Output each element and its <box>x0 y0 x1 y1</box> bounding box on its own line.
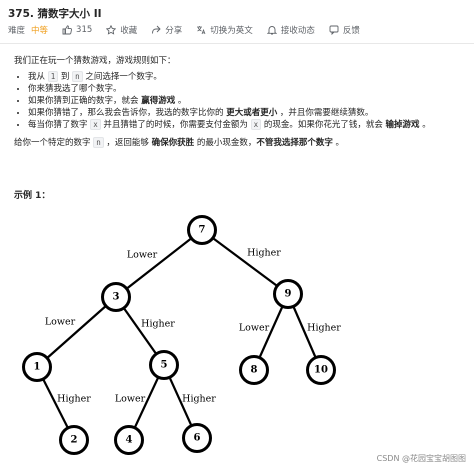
rule-text: 并且猜错了的时候，你需要支付金额为 <box>100 120 251 130</box>
edge-7-9 <box>201 229 289 295</box>
inline-code: x <box>90 119 101 130</box>
edge-label: Lower <box>45 317 76 328</box>
edge-label: Higher <box>57 394 91 405</box>
problem-title: 375. 猜数字大小 II <box>8 8 102 20</box>
rule-text: 之间选择一个数字。 <box>82 72 162 82</box>
favorite-button[interactable]: 收藏 <box>106 24 137 36</box>
task-part: 给你一个特定的数字 <box>14 138 94 148</box>
problem-description: 我们正在玩一个猜数游戏，游戏规则如下： 我从 1 到 n 之间选择一个数字。 你… <box>14 55 464 153</box>
node-label: 8 <box>251 365 258 376</box>
rule-text: ，并且你需要继续猜数。 <box>277 108 374 118</box>
bold-text: 赢得游戏 <box>141 96 176 106</box>
task-part: 的最小现金数， <box>194 138 257 148</box>
difficulty-badge: 中等 <box>31 26 49 36</box>
edge-label: Higher <box>141 319 175 330</box>
bell-icon <box>266 26 277 35</box>
node-label: 4 <box>126 435 133 446</box>
task-text: 给你一个特定的数字 n ，返回能够 确保你获胜 的最小现金数，不管我选择那个数字… <box>14 137 464 149</box>
bold-text: 输掉游戏 <box>385 120 420 130</box>
switch-language-button[interactable]: 切换为英文 <box>196 24 253 36</box>
tree-node-8: 8 <box>239 355 269 385</box>
share-button[interactable]: 分享 <box>151 24 182 36</box>
feedback-button[interactable]: 反馈 <box>329 24 360 36</box>
rule-item: 如果你猜错了，那么我会告诉你，我选的数字比你的 更大或者更小 ，并且你需要继续猜… <box>28 107 464 119</box>
switch-language-label: 切换为英文 <box>210 26 253 36</box>
tree-edges <box>36 229 323 441</box>
tree-node-3: 3 <box>101 282 131 312</box>
problem-meta-bar: 难度 中等 315 收藏 分享 切换为英文 接收动态 反馈 <box>8 22 374 38</box>
task-part: 。 <box>332 138 345 148</box>
header-divider <box>0 43 474 44</box>
notify-button[interactable]: 接收动态 <box>266 24 315 36</box>
rule-text: 。 <box>419 120 431 130</box>
node-label: 1 <box>34 362 41 373</box>
rule-item: 我从 1 到 n 之间选择一个数字。 <box>28 71 464 83</box>
rules-list: 我从 1 到 n 之间选择一个数字。 你来猜我选了哪个数字。 如果你猜到正确的数… <box>14 71 464 131</box>
node-label: 2 <box>71 435 78 446</box>
rule-text: 每当你猜了数字 <box>28 120 91 130</box>
rule-text: 到 <box>58 72 73 82</box>
node-label: 6 <box>194 433 201 444</box>
difficulty-label: 难度 <box>8 26 26 36</box>
rule-item: 如果你猜到正确的数字，就会 赢得游戏 。 <box>28 95 464 107</box>
edge-label: Lower <box>127 250 158 261</box>
rule-text: 我从 <box>28 72 48 82</box>
tree-node-7: 7 <box>187 215 217 245</box>
share-label: 分享 <box>165 26 183 36</box>
tree-node-6: 6 <box>182 423 212 453</box>
edge-label: Higher <box>182 394 216 405</box>
rule-text: 。 <box>175 96 187 106</box>
rule-text: 的现金。如果你花光了钱，就会 <box>261 120 386 130</box>
tree-node-5: 5 <box>149 350 179 380</box>
tree-node-9: 9 <box>273 279 303 309</box>
thumbs-up-icon <box>62 25 72 35</box>
edge-label: Lower <box>239 323 270 334</box>
tree-nodes: 7 3 9 1 5 8 10 2 4 6 <box>22 215 336 455</box>
bold-text: 确保你获胜 <box>151 138 195 148</box>
like-button[interactable]: 315 <box>62 25 92 35</box>
bold-text: 更大或者更小 <box>226 108 278 118</box>
favorite-label: 收藏 <box>120 26 138 36</box>
feedback-icon <box>329 25 339 35</box>
inline-code: 1 <box>47 71 59 82</box>
tree-node-10: 10 <box>306 355 336 385</box>
node-label: 5 <box>161 360 168 371</box>
watermark-text: CSDN @花园宝宝胡图图 <box>376 454 466 463</box>
feedback-label: 反馈 <box>342 26 360 36</box>
rule-text: 如果你猜到正确的数字，就会 <box>28 96 142 106</box>
inline-code: n <box>93 137 104 148</box>
bold-text: 不管我选择那个数字 <box>256 138 333 148</box>
tree-node-4: 4 <box>114 425 144 455</box>
node-label: 10 <box>314 365 328 376</box>
decision-tree-diagram: Lower Higher Lower Higher Lower Higher H… <box>22 215 341 455</box>
rule-item: 你来猜我选了哪个数字。 <box>28 83 464 95</box>
star-icon <box>106 25 117 35</box>
like-count: 315 <box>76 25 93 35</box>
intro-text: 我们正在玩一个猜数游戏，游戏规则如下： <box>14 56 176 66</box>
node-label: 9 <box>285 289 292 300</box>
share-icon <box>152 25 161 34</box>
rule-text: 如果你猜错了，那么我会告诉你，我选的数字比你的 <box>28 108 227 118</box>
rule-item: 每当你猜了数字 x 并且猜错了的时候，你需要支付金额为 x 的现金。如果你花光了… <box>28 119 464 131</box>
edge-3-1 <box>36 296 117 368</box>
translate-icon <box>197 26 206 35</box>
edge-7-3 <box>115 229 203 298</box>
inline-code: x <box>250 119 262 130</box>
edge-label: Lower <box>115 394 146 405</box>
edge-label: Higher <box>307 323 341 334</box>
task-part: ，返回能够 <box>103 138 152 148</box>
notify-label: 接收动态 <box>280 26 315 36</box>
example-title: 示例 1： <box>14 191 51 201</box>
edge-label: Higher <box>247 248 281 259</box>
tree-node-2: 2 <box>59 425 89 455</box>
edge-labels: Lower Higher Lower Higher Lower Higher H… <box>45 248 341 405</box>
node-label: 7 <box>199 225 206 236</box>
node-label: 3 <box>113 292 120 303</box>
inline-code: n <box>72 71 83 82</box>
tree-node-1: 1 <box>22 352 52 382</box>
